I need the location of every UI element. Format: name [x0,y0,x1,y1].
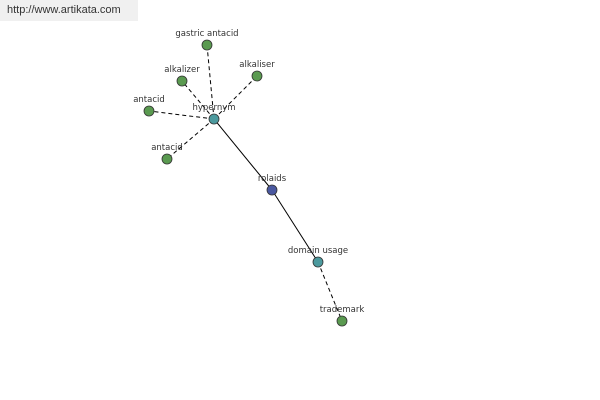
node-antacid_1[interactable]: antacid [133,95,165,117]
node-marker[interactable] [312,256,324,268]
node-alkalizer[interactable]: alkalizer [164,65,200,87]
edge-hypernym-gastric_antacid [206,44,215,120]
node-domain_usage[interactable]: domain usage [288,246,348,268]
edges-layer [148,44,343,322]
edge-rolaids-domain_usage [271,189,319,263]
node-label: antacid [151,143,183,153]
node-label: trademark [320,305,365,315]
edge-domain_usage-trademark [317,261,343,322]
edge-hypernym-alkalizer [181,80,215,120]
watermark-url: http://www.artikata.com [0,0,138,21]
node-label: alkaliser [239,60,275,70]
node-marker[interactable] [143,105,155,117]
node-label: alkalizer [164,65,200,75]
node-marker[interactable] [208,113,220,125]
node-label: domain usage [288,246,348,256]
node-marker[interactable] [266,184,278,196]
node-hypernym[interactable]: hypernym [192,103,236,125]
node-label: hypernym [192,103,235,113]
node-gastric_antacid[interactable]: gastric antacid [175,29,239,51]
node-label: gastric antacid [175,29,238,39]
node-marker[interactable] [336,315,348,327]
node-trademark[interactable]: trademark [320,305,365,327]
node-antacid_2[interactable]: antacid [151,143,183,165]
node-label: rolaids [258,174,287,184]
node-marker[interactable] [161,153,173,165]
edge-hypernym-antacid_1 [148,110,215,120]
edge-hypernym-alkaliser [213,75,258,120]
edge-hypernym-antacid_2 [166,118,215,160]
node-rolaids[interactable]: rolaids [258,174,287,196]
edge-rolaids-hypernym [213,118,273,191]
node-label: antacid [133,95,165,105]
node-marker[interactable] [251,70,263,82]
nodes-layer: gastric antacid alkalizer alkaliser antacid… [133,29,365,327]
node-marker[interactable] [201,39,213,51]
node-alkaliser[interactable]: alkaliser [239,60,275,82]
node-marker[interactable] [176,75,188,87]
